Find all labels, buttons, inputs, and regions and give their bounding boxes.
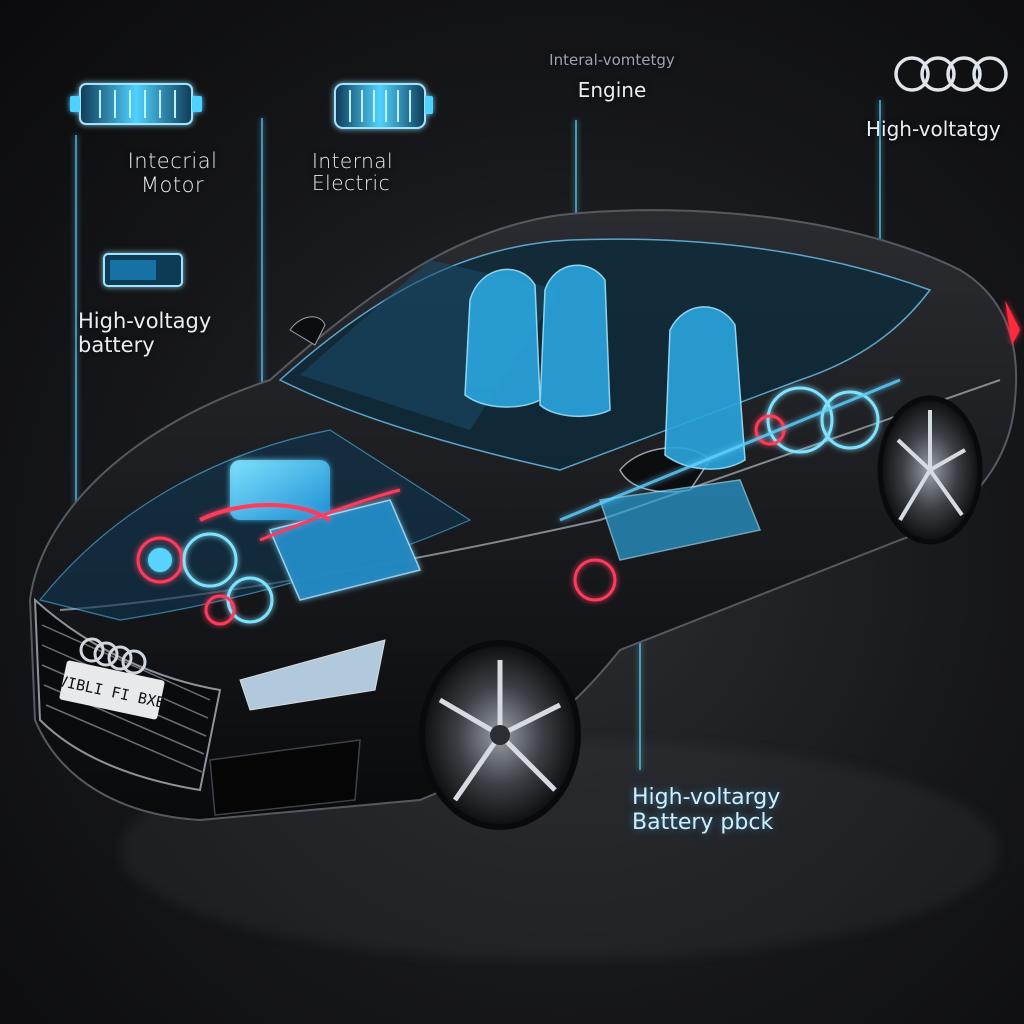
label-internal-motor: Intecrial Motor xyxy=(120,149,225,197)
label-internal-electric: Internal Electric xyxy=(312,150,393,195)
label-internal-motor-line1: Intecrial xyxy=(127,149,218,173)
rear-wheel xyxy=(877,395,983,545)
battery-module-icon xyxy=(103,253,183,287)
label-internal-motor-line2: Motor xyxy=(140,172,205,197)
rear-electric-motor xyxy=(559,378,901,602)
interior-seats xyxy=(464,264,762,561)
label-engine-line2: Engine xyxy=(577,77,647,102)
battery-cell-icon xyxy=(334,83,433,129)
label-battery-pack-line1: High-voltargy xyxy=(632,785,781,810)
label-battery-pack-line2: Battery pbck xyxy=(632,809,774,835)
audi-rings-logo xyxy=(894,56,1008,92)
engine-block xyxy=(136,460,422,626)
label-high-voltage-right: High-voltatgy xyxy=(866,117,1001,141)
label-battery-left-line2: battery xyxy=(78,332,155,357)
label-internal-electric-line1: Internal xyxy=(312,149,394,173)
label-engine: Interal-vomtetgy Engine xyxy=(512,52,712,101)
grille-emblem-icon xyxy=(79,637,147,675)
label-battery-left-line1: High-voltagy xyxy=(78,309,212,333)
label-battery-pack: High-voltargy Battery pbck xyxy=(632,785,781,835)
label-internal-electric-line2: Electric xyxy=(312,171,391,196)
label-engine-line1: Interal-vomtetgy xyxy=(549,51,675,69)
battery-cell-icon xyxy=(70,83,202,125)
front-wheel xyxy=(419,640,581,830)
license-plate: VIBLI FI BXB xyxy=(57,660,166,720)
label-battery-left: High-voltagy battery xyxy=(78,309,212,357)
